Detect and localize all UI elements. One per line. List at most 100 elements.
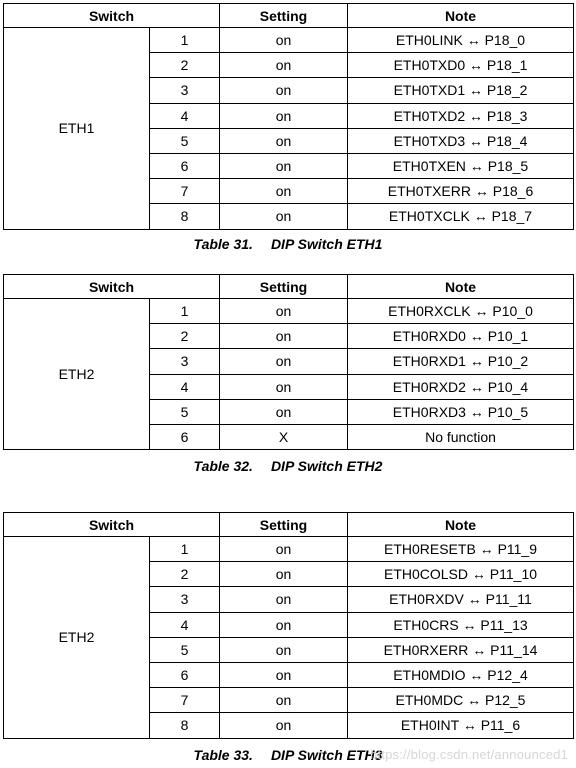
switch-number-cell: 4	[149, 102, 220, 129]
table-caption: Table 32. DIP Switch ETH2	[0, 458, 576, 474]
table-caption: Table 33. DIP Switch ETH3	[0, 747, 576, 763]
switch-number-cell: 6	[149, 661, 220, 689]
setting-cell: on	[219, 535, 348, 563]
setting-cell: on	[219, 561, 348, 588]
setting-cell: on	[219, 178, 348, 205]
header-note: Note	[347, 512, 574, 537]
setting-cell: on	[219, 687, 348, 714]
header-setting: Setting	[219, 274, 348, 299]
switch-number-cell: 4	[149, 373, 220, 400]
switch-number-cell: 1	[149, 26, 220, 54]
switch-number-cell: 7	[149, 687, 220, 714]
note-cell: ETH0TXD2 ↔ P18_3	[347, 102, 574, 129]
caption-number: Table 33.	[193, 747, 253, 763]
setting-cell: on	[219, 611, 348, 638]
switch-group-cell: ETH1	[3, 27, 150, 230]
switch-number-cell: 1	[149, 297, 220, 325]
setting-cell: on	[219, 661, 348, 689]
note-cell: ETH0RXD3 ↔ P10_5	[347, 398, 574, 425]
note-cell: ETH0TXCLK ↔ P18_7	[347, 203, 574, 230]
note-cell: ETH0TXD3 ↔ P18_4	[347, 127, 574, 154]
switch-number-cell: 2	[149, 561, 220, 588]
setting-cell: on	[219, 203, 348, 230]
header-switch: Switch	[3, 274, 220, 299]
switch-number-cell: 6	[149, 152, 220, 180]
header-switch: Switch	[3, 512, 220, 537]
switch-number-cell: 8	[149, 712, 220, 739]
caption-title: DIP Switch ETH3	[270, 747, 383, 763]
header-switch: Switch	[3, 3, 220, 28]
switch-number-cell: 3	[149, 77, 220, 104]
note-cell: ETH0RXD0 ↔ P10_1	[347, 323, 574, 350]
header-note: Note	[347, 3, 574, 28]
switch-number-cell: 4	[149, 611, 220, 638]
switch-number-cell: 5	[149, 127, 220, 154]
switch-number-cell: 2	[149, 323, 220, 350]
setting-cell: on	[219, 586, 348, 613]
setting-cell: on	[219, 77, 348, 104]
setting-cell: on	[219, 323, 348, 350]
header-setting: Setting	[219, 512, 348, 537]
setting-cell: on	[219, 348, 348, 375]
setting-cell: on	[219, 636, 348, 663]
setting-cell: on	[219, 398, 348, 425]
watermark: https://blog.csdn.net/announced1	[370, 747, 568, 762]
setting-cell: on	[219, 712, 348, 739]
note-cell: ETH0COLSD ↔ P11_10	[347, 561, 574, 588]
note-cell: ETH0INT ↔ P11_6	[347, 712, 574, 739]
setting-cell: X	[219, 423, 348, 451]
switch-group-cell: ETH2	[3, 536, 150, 739]
setting-cell: on	[219, 26, 348, 54]
switch-number-cell: 6	[149, 423, 220, 451]
setting-cell: on	[219, 297, 348, 325]
note-cell: ETH0TXD1 ↔ P18_2	[347, 77, 574, 104]
note-cell: ETH0RXCLK ↔ P10_0	[347, 297, 574, 325]
table-caption: Table 31.DIP Switch ETH1	[0, 236, 576, 252]
switch-number-cell: 5	[149, 636, 220, 663]
switch-number-cell: 8	[149, 203, 220, 230]
switch-group-cell: ETH2	[3, 297, 150, 451]
switch-number-cell: 1	[149, 535, 220, 563]
caption-title: DIP Switch ETH2	[270, 458, 383, 474]
note-cell: ETH0RXDV ↔ P11_11	[347, 586, 574, 613]
note-cell: ETH0MDIO ↔ P12_4	[347, 661, 574, 689]
note-cell: ETH0TXEN ↔ P18_5	[347, 152, 574, 180]
note-cell: ETH0RXD1 ↔ P10_2	[347, 348, 574, 375]
caption-number: Table 32.	[193, 458, 253, 474]
header-setting: Setting	[219, 3, 348, 28]
setting-cell: on	[219, 52, 348, 79]
setting-cell: on	[219, 152, 348, 180]
note-cell: ETH0TXERR ↔ P18_6	[347, 178, 574, 205]
note-cell: ETH0TXD0 ↔ P18_1	[347, 52, 574, 79]
setting-cell: on	[219, 127, 348, 154]
note-cell: ETH0RXD2 ↔ P10_4	[347, 373, 574, 400]
switch-number-cell: 2	[149, 52, 220, 79]
switch-number-cell: 3	[149, 586, 220, 613]
